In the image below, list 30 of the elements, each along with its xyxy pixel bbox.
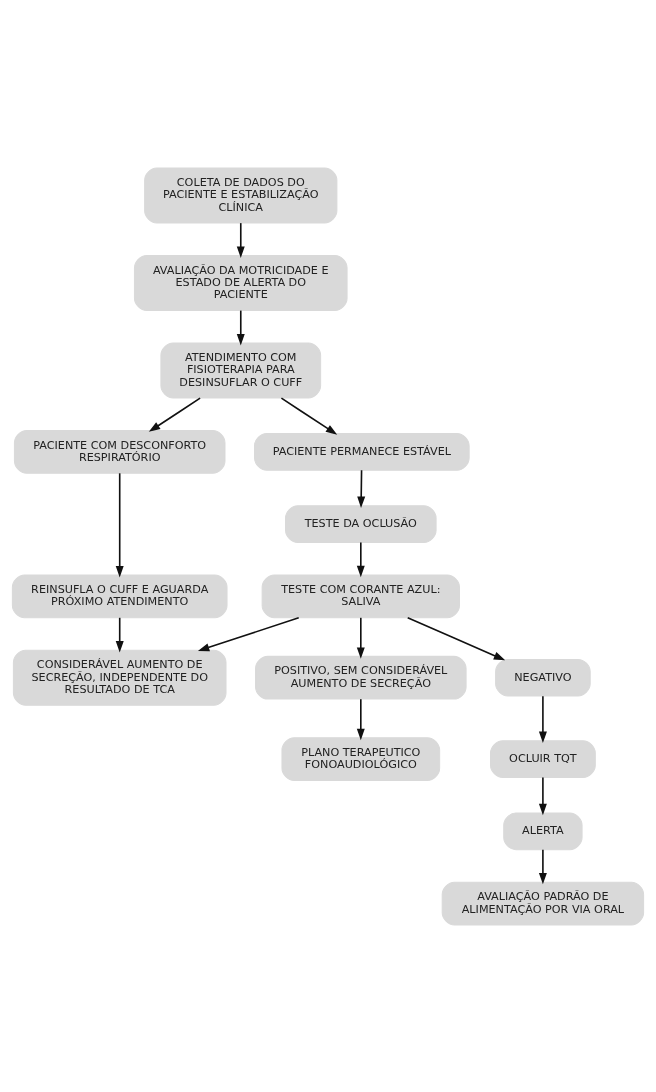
node-box: CONSIDERÁVEL AUMENTO DE SECREÇÃO, INDEPENDENTE DO RESULTADO DE TCA — [12, 649, 227, 706]
node-box: PLANO TERAPEUTICO FONOAUDIOLÓGICO — [281, 736, 441, 781]
node-box: COLETA DE DADOS DO PACIENTE E ESTABILIZAÇÃO CLÍNICA — [144, 167, 338, 223]
arrow — [356, 541, 365, 577]
arrow — [280, 396, 338, 435]
arrow — [236, 309, 245, 345]
arrow — [236, 221, 245, 258]
node-box: AVALIAÇÃO PADRÃO DE ALIMENTAÇÃO POR VIA ORAL — [441, 881, 645, 925]
node-box: PACIENTE PERMANECE ESTÁVEL — [254, 432, 470, 471]
arrow — [148, 396, 201, 432]
node-box: ALERTA — [503, 812, 583, 850]
arrow — [538, 776, 547, 815]
arrow — [356, 616, 365, 659]
node-box: TESTE DA OCLUSÃO — [285, 504, 437, 543]
node-box: TESTE COM CORANTE AZUL: SALIVA — [261, 573, 460, 618]
node-box: OCLUIR TQT — [490, 739, 596, 778]
arrow — [538, 848, 547, 884]
arrow — [356, 697, 365, 740]
node-box: POSITIVO, SEM CONSIDERÁVEL AUMENTO DE SECREÇÃO — [255, 655, 467, 700]
node-box: PACIENTE COM DESCONFORTO RESPIRATÓRIO — [13, 429, 226, 474]
arrow — [357, 468, 366, 508]
arrow — [538, 695, 547, 743]
arrow — [115, 616, 124, 653]
node-box: NEGATIVO — [495, 658, 591, 697]
node-box: REINSUFLA O CUFF E AGUARDA PRÓXIMO ATENDIMENTO — [11, 573, 228, 618]
node-box: AVALIAÇÃO DA MOTRICIDADE E ESTADO DE ALERTA DO PACIENTE — [133, 254, 348, 311]
arrow — [197, 616, 300, 651]
node-box: ATENDIMENTO COM FISIOTERAPIA PARA DESINSUFLAR O CUFF — [160, 342, 322, 398]
arrow — [115, 472, 124, 577]
arrow — [406, 616, 506, 660]
